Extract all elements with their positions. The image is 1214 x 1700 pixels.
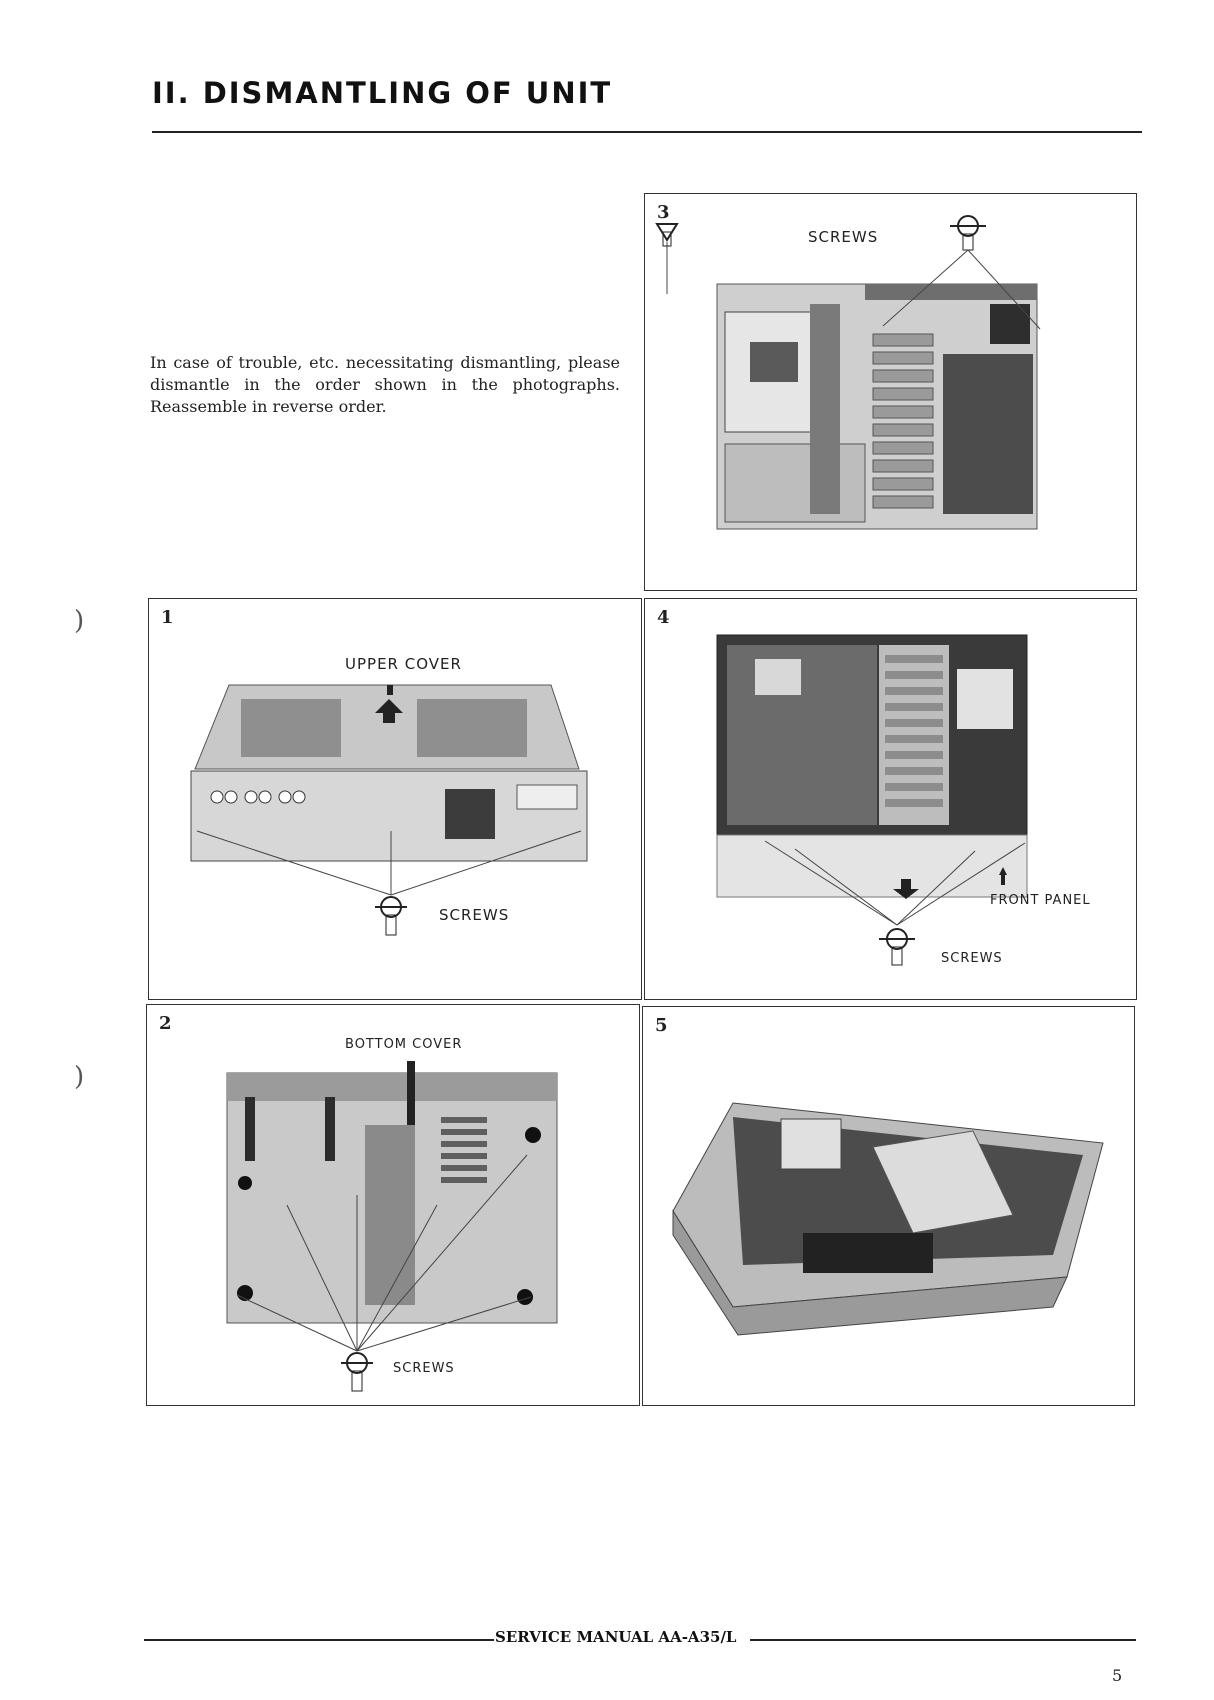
- panel-number: 5: [655, 1015, 668, 1036]
- screws-label: SCREWS: [808, 228, 878, 246]
- upper-cover-label: UPPER COVER: [345, 655, 462, 673]
- photo-panel-2: 2 BOTTOM COVER SCREWS: [146, 1004, 640, 1406]
- photo-panel-1: 1 UPPER COVER SCREWS: [148, 598, 642, 1000]
- intro-paragraph: In case of trouble, etc. necessitating d…: [150, 352, 620, 418]
- footer-rule-right: [750, 1639, 1136, 1641]
- margin-mark: ): [74, 1062, 84, 1092]
- panel-number: 3: [657, 202, 670, 223]
- photo-panel-5: 5: [642, 1006, 1135, 1406]
- section-title: II. DISMANTLING OF UNIT: [152, 76, 612, 110]
- photo-panel-3: 3 SCREWS: [644, 193, 1137, 591]
- footer-rule-left: [144, 1639, 494, 1641]
- panel-number: 1: [161, 607, 174, 628]
- panel-number: 4: [657, 607, 670, 628]
- page-number: 5: [1112, 1666, 1122, 1685]
- receiver-open-photo: [643, 1007, 1134, 1405]
- front-panel-removal-photo: [645, 599, 1136, 999]
- panel-number: 2: [159, 1013, 172, 1034]
- screws-label: SCREWS: [393, 1361, 455, 1376]
- title-rule: [152, 131, 1142, 133]
- screws-label: SCREWS: [439, 906, 509, 924]
- margin-mark: ): [74, 606, 84, 636]
- screws-label: SCREWS: [941, 951, 1003, 966]
- photo-panel-4: 4 FRONT PANEL SCREWS: [644, 598, 1137, 1000]
- receiver-top-interior-photo: [645, 194, 1136, 590]
- receiver-bottom-photo: [147, 1005, 639, 1405]
- front-panel-label: FRONT PANEL: [990, 893, 1091, 908]
- bottom-cover-label: BOTTOM COVER: [345, 1037, 462, 1052]
- footer-text: SERVICE MANUAL AA-A35/L: [495, 1628, 736, 1646]
